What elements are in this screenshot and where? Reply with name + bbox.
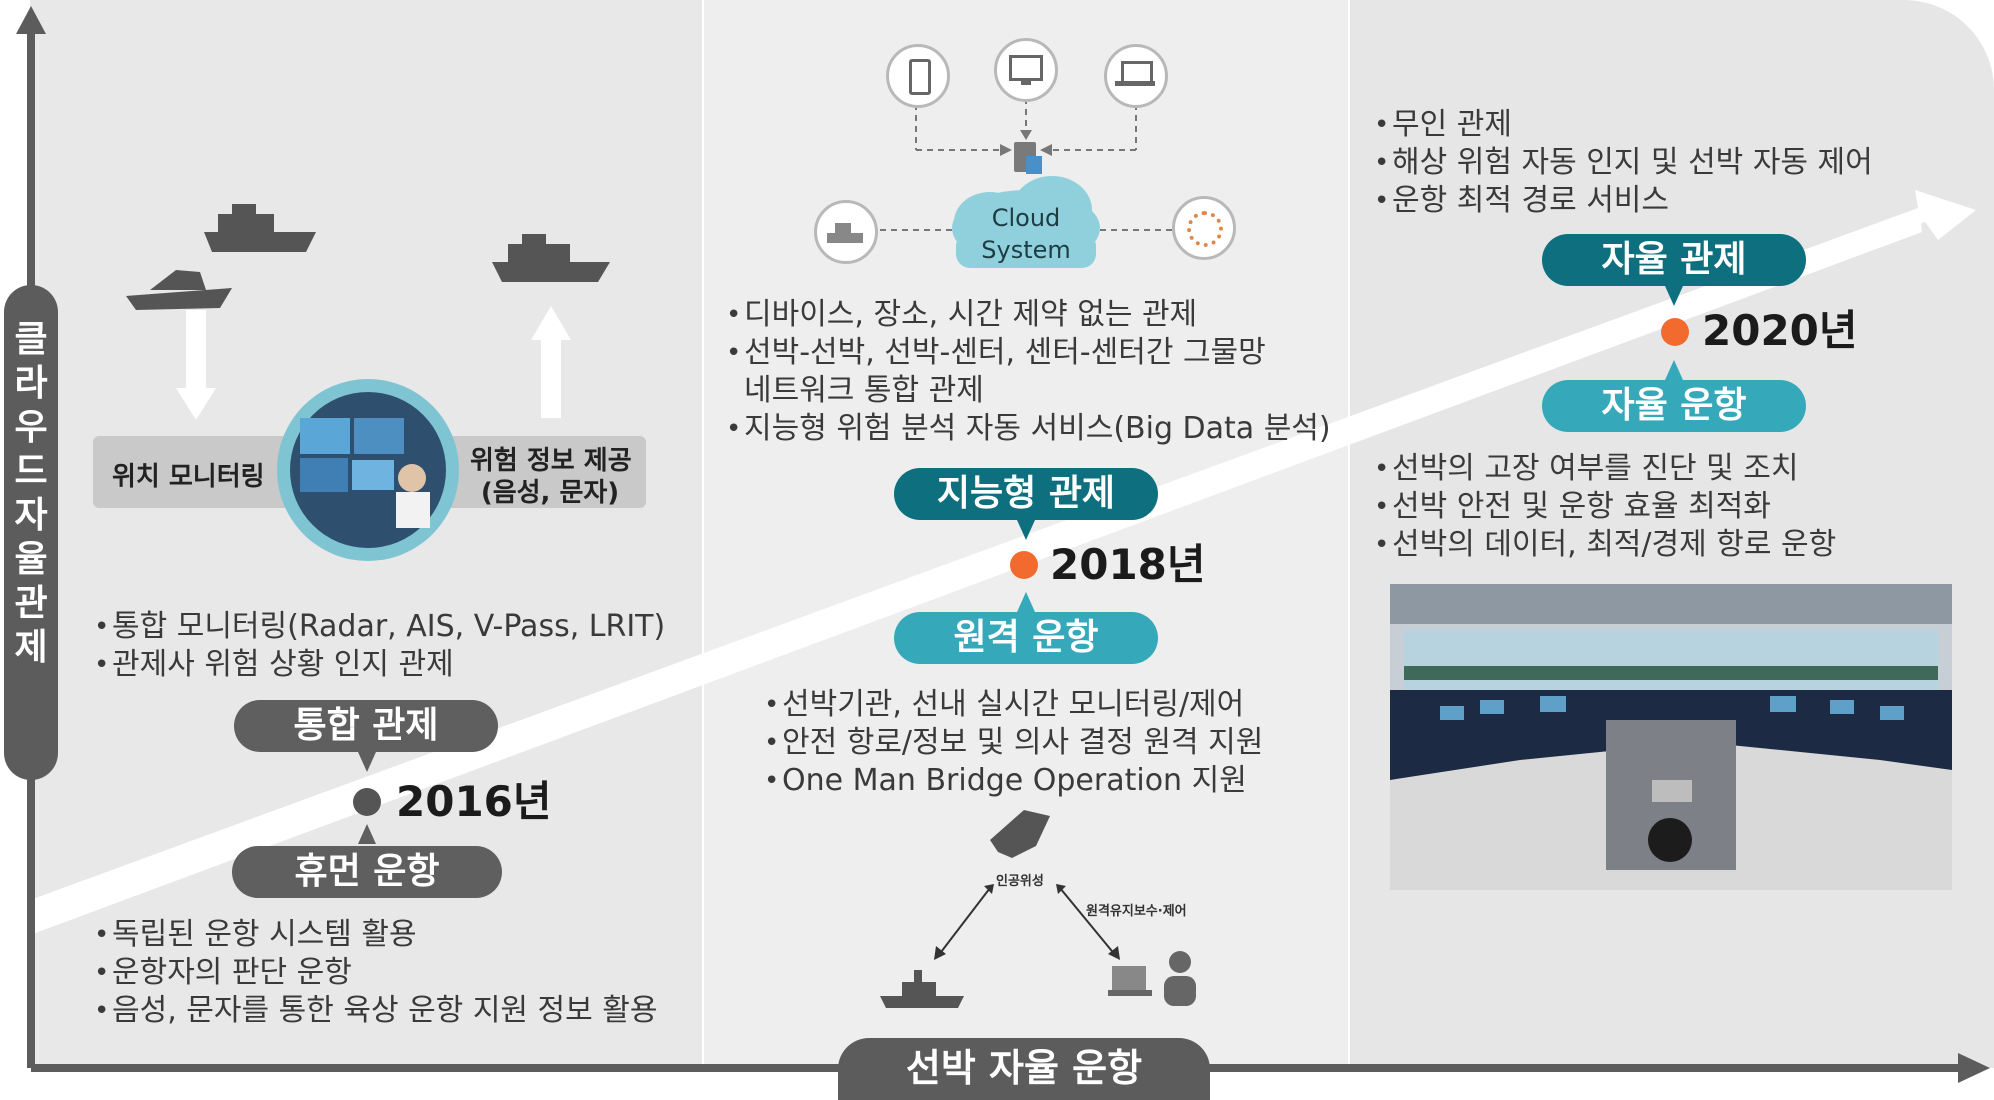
operator-laptop-icon bbox=[1108, 951, 1196, 1006]
bullet-item: 선박-선박, 선박-센터, 센터-센터간 그물망 bbox=[726, 334, 1331, 372]
milestone-dot-2018 bbox=[1010, 551, 1038, 579]
network-icon bbox=[1172, 196, 1236, 260]
year-2020: 2020년 bbox=[1702, 306, 1858, 355]
x-axis-arrowhead bbox=[1958, 1053, 1990, 1083]
pill-tail bbox=[358, 824, 376, 844]
bullet-item-continued: 네트워크 통합 관제 bbox=[726, 372, 1331, 410]
warship-icon bbox=[880, 970, 964, 1008]
year-2018: 2018년 bbox=[1050, 540, 1206, 589]
x-axis-label: 선박 자율 운항 bbox=[838, 1038, 1210, 1100]
bullet-item: 통합 모니터링(Radar, AIS, V-Pass, LRIT) bbox=[94, 608, 665, 646]
down-arrow-shaft bbox=[186, 310, 206, 390]
bullets-2016-bottom: 독립된 운항 시스템 활용 운항자의 판단 운항 음성, 문자를 통한 육상 운… bbox=[94, 916, 658, 1030]
year-2016: 2016년 bbox=[396, 777, 552, 826]
bullet-continuation: 네트워크 통합 관제 bbox=[744, 373, 984, 408]
position-monitoring-label: 위치 모니터링 bbox=[112, 462, 265, 492]
cloud-shape bbox=[952, 176, 1100, 268]
bullet-item: 운항자의 판단 운항 bbox=[94, 954, 658, 992]
bullets-2016-top: 통합 모니터링(Radar, AIS, V-Pass, LRIT) 관제사 위험… bbox=[94, 608, 665, 684]
pill-tail bbox=[358, 752, 376, 772]
cloud-label-1: Cloud bbox=[991, 204, 1061, 232]
pill-remote-navigation: 원격 운항 bbox=[894, 612, 1158, 664]
bullet-item: 운항 최적 경로 서비스 bbox=[1374, 182, 1873, 220]
progress-arrow-body bbox=[30, 215, 1922, 935]
bullet-item: 지능형 위험 분석 자동 서비스(Big Data 분석) bbox=[726, 410, 1331, 448]
pill-autonomous-navigation: 자율 운항 bbox=[1542, 380, 1806, 432]
bullets-2020-top: 무인 관제 해상 위험 자동 인지 및 선박 자동 제어 운항 최적 경로 서비… bbox=[1374, 106, 1873, 220]
bullet-item: 관제사 위험 상황 인지 관제 bbox=[94, 646, 665, 684]
pill-tail bbox=[1665, 286, 1683, 306]
bullet-item: 선박 안전 및 운항 효율 최적화 bbox=[1374, 488, 1836, 526]
boat-silhouette bbox=[126, 270, 232, 310]
bullets-2018-top: 디바이스, 장소, 시간 제약 없는 관제 선박-선박, 선박-센터, 센터-센… bbox=[726, 296, 1331, 448]
desktop-icon bbox=[994, 38, 1058, 102]
pill-autonomous-control: 자율 관제 bbox=[1542, 234, 1806, 286]
y-axis-arrowhead bbox=[16, 6, 46, 34]
bullets-2018-bottom: 선박기관, 선내 실시간 모니터링/제어 안전 항로/정보 및 의사 결정 원격… bbox=[764, 686, 1263, 800]
pill-tail bbox=[1665, 360, 1683, 380]
bullet-item: 선박의 고장 여부를 진단 및 조치 bbox=[1374, 450, 1836, 488]
ship-silhouette-2 bbox=[492, 234, 610, 282]
server-icon bbox=[1014, 142, 1042, 174]
bullet-item: 독립된 운항 시스템 활용 bbox=[94, 916, 658, 954]
milestone-dot-2020 bbox=[1661, 318, 1689, 346]
y-axis-label-box bbox=[4, 285, 58, 780]
milestone-dot-2016 bbox=[353, 788, 381, 816]
ship-icon bbox=[814, 200, 878, 264]
cloud-label-2: System bbox=[981, 236, 1071, 264]
smartphone-icon bbox=[886, 44, 950, 108]
pill-intelligent-control: 지능형 관제 bbox=[894, 468, 1158, 520]
pill-tail bbox=[1017, 592, 1035, 612]
ship-silhouette-1 bbox=[204, 204, 316, 252]
bullet-item: One Man Bridge Operation 지원 bbox=[764, 762, 1263, 800]
down-arrow-head bbox=[176, 388, 216, 420]
pill-tail bbox=[1017, 520, 1035, 540]
up-arrow-shaft bbox=[541, 338, 561, 418]
bullet-item: 선박의 데이터, 최적/경제 항로 운항 bbox=[1374, 526, 1836, 564]
bullet-item: 음성, 문자를 통한 육상 운항 지원 정보 활용 bbox=[94, 992, 658, 1030]
remote-maintenance-label: 원격유지보수·제어 bbox=[1086, 904, 1187, 919]
bullets-2020-bottom: 선박의 고장 여부를 진단 및 조치 선박 안전 및 운항 효율 최적화 선박의… bbox=[1374, 450, 1836, 564]
bullet-item: 디바이스, 장소, 시간 제약 없는 관제 bbox=[726, 296, 1331, 334]
risk-info-label-2: (음성, 문자) bbox=[480, 478, 620, 508]
laptop-icon bbox=[1104, 44, 1168, 108]
pill-integrated-control: 통합 관제 bbox=[234, 700, 498, 752]
bullet-item: 안전 항로/정보 및 의사 결정 원격 지원 bbox=[764, 724, 1263, 762]
pill-human-navigation: 휴먼 운항 bbox=[232, 846, 502, 898]
ship-bridge-photo bbox=[1390, 584, 1952, 890]
satellite-label: 인공위성 bbox=[996, 874, 1044, 889]
bullet-item: 선박기관, 선내 실시간 모니터링/제어 bbox=[764, 686, 1263, 724]
risk-info-label-1: 위험 정보 제공 bbox=[470, 446, 632, 476]
satellite-icon bbox=[990, 810, 1050, 858]
up-arrow-head bbox=[531, 306, 571, 340]
bullet-item: 무인 관제 bbox=[1374, 106, 1873, 144]
y-axis-label: 클라우드 자율관제 bbox=[14, 319, 48, 668]
bullet-item: 해상 위험 자동 인지 및 선박 자동 제어 bbox=[1374, 144, 1873, 182]
